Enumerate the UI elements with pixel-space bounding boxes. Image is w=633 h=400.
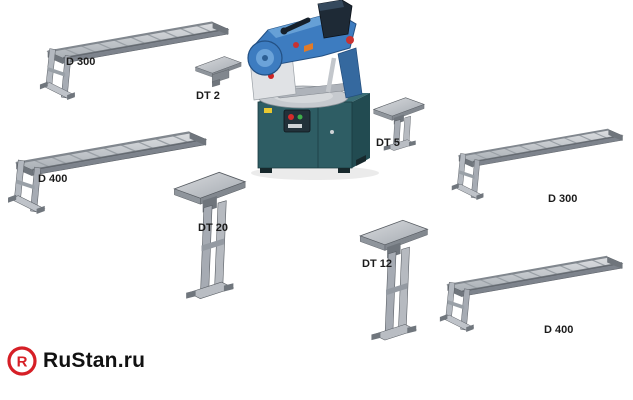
label-dt20: DT 20 xyxy=(198,222,228,234)
rustan-logo-mark: R xyxy=(7,346,37,376)
band-saw-machine-graphic xyxy=(247,0,379,180)
conveyor-d400-bottom-right-graphic xyxy=(438,255,624,334)
label-d400-left: D 400 xyxy=(38,173,68,185)
rustan-logo-monogram: R xyxy=(17,354,28,371)
stand-dt20-graphic xyxy=(174,172,245,298)
conveyor-d300-right-graphic xyxy=(450,128,624,202)
label-d300-right: D 300 xyxy=(548,193,578,205)
label-d400-bottom-right: D 400 xyxy=(544,324,574,336)
label-dt5: DT 5 xyxy=(376,137,400,149)
label-dt2: DT 2 xyxy=(196,90,220,102)
rustan-logo: R RuStan.ru xyxy=(6,344,145,378)
label-dt12: DT 12 xyxy=(362,258,392,270)
rustan-logo-text: RuStan.ru xyxy=(43,349,146,372)
stand-dt12-graphic xyxy=(360,220,427,340)
stand-dt2-graphic xyxy=(196,57,242,87)
label-d300-top-left: D 300 xyxy=(66,56,96,68)
